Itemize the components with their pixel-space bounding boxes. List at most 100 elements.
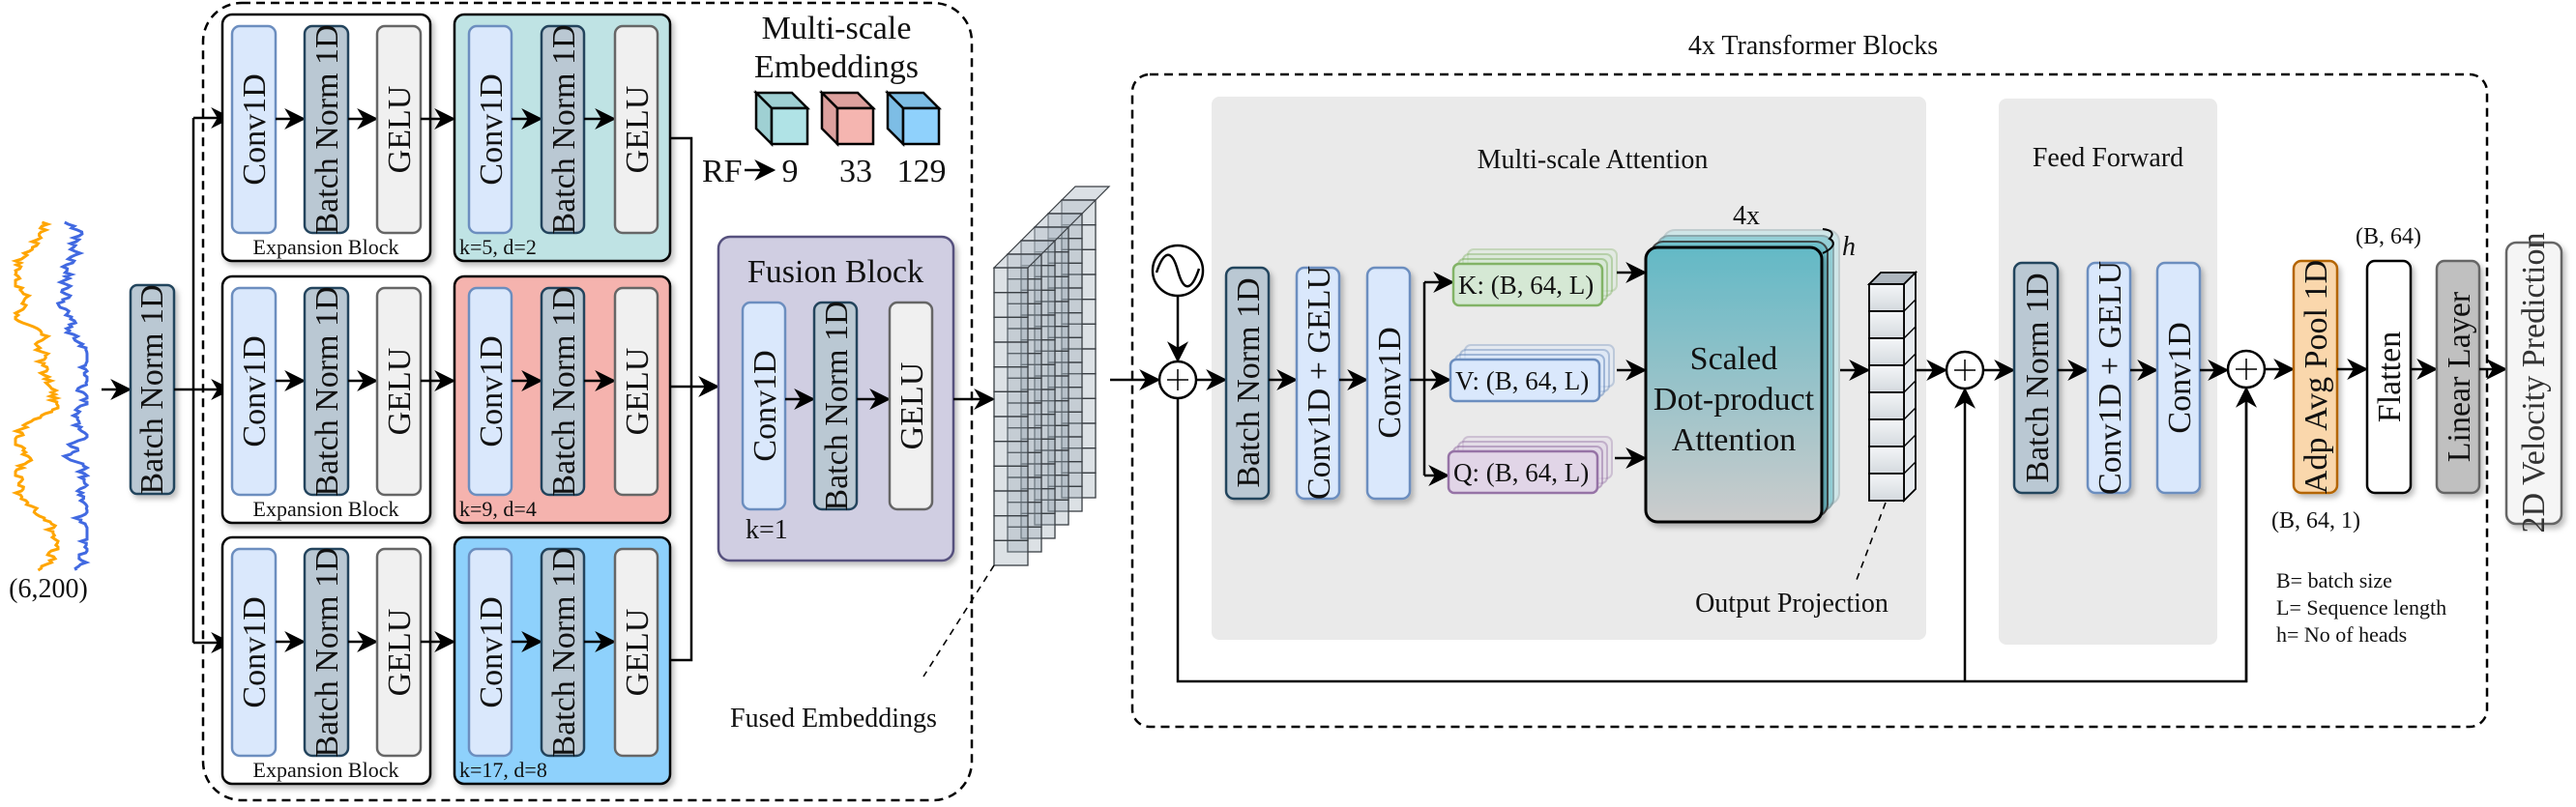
tensor-cell [1047,436,1083,463]
dilated-layer-label: GELU [620,86,656,174]
msa-conv1d-gelu[interactable]: Conv1D + GELU [1295,266,1341,501]
dilated-layer[interactable]: Batch Norm 1D [540,24,586,235]
expansion-layer[interactable]: Conv1D [230,547,278,758]
msa-conv1d-label: Conv1D [1372,327,1408,438]
tensor-cell [993,341,1029,368]
embedding-cube-1 [752,89,811,148]
output-projection-stack[interactable] [1866,270,1918,504]
multiscale-title-line1: Multi-scale [762,11,912,46]
rf-value-2: 33 [839,154,872,189]
multiscale-attention-title: Multi-scale Attention [1478,145,1709,175]
adaptive-avg-pool-block[interactable]: Adp Avg Pool 1D [2292,259,2339,495]
tensor-cell [1034,350,1069,377]
add-node-2 [1945,350,1985,390]
tensor-cell [1061,422,1097,449]
rf-value-1: 9 [782,154,799,189]
legend-item-batch: B= batch size [2276,568,2392,592]
tensor-cell [1007,502,1042,528]
ff-conv1d[interactable]: Conv1D [2155,261,2202,495]
tensor-cell [1007,476,1042,504]
flatten-label: Flatten [2372,331,2408,422]
ff-conv1d-gelu[interactable]: Conv1D + GELU [2086,261,2132,495]
expansion-layer-label: Batch Norm 1D [309,24,345,234]
tensor-cell [1007,526,1042,553]
expansion-layer[interactable]: Conv1D [230,24,278,235]
expansion-layer[interactable]: Conv1D [230,286,278,497]
plus-icon [1954,360,1976,381]
dilation-params: k=17, d=8 [459,758,547,782]
dilated-layer[interactable]: GELU [613,24,659,235]
tensor-cell [1034,326,1069,352]
dilated-layer-label: Conv1D [474,335,510,447]
projection-cell [1868,391,1905,420]
projection-cell [1868,473,1905,502]
multiscale-title-line2: Embeddings [754,49,919,85]
expansion-block-label: Expansion Block [253,758,399,782]
stem-batchnorm-block[interactable]: Batch Norm 1D [129,283,176,496]
tensor-top-face [992,253,1043,269]
tensor-cell [1034,301,1069,328]
velocity-prediction-output[interactable]: 2D Velocity Prediction [2504,233,2563,533]
fusion-conv1d[interactable]: Conv1D [741,301,787,511]
expansion-layer-label: GELU [382,348,418,436]
dilated-layer-label: Conv1D [474,73,510,185]
tensor-cell [1020,314,1056,341]
dilated-layer-label: Batch Norm 1D [546,547,582,757]
expansion-layer[interactable]: Batch Norm 1D [303,24,350,235]
rf-label: RF [702,154,743,189]
legend-item-sequence: L= Sequence length [2276,595,2446,620]
key-stack[interactable]: K: (B, 64, L) [1451,248,1618,307]
tensor-cell [1047,485,1083,512]
dilated-layer[interactable]: Conv1D [467,24,513,235]
linear-layer-block[interactable]: Linear Layer [2435,259,2481,495]
ff-batchnorm[interactable]: Batch Norm 1D [2012,261,2060,495]
output-projection-label: Output Projection [1695,589,1888,619]
tensor-cell [1007,278,1042,304]
signal-trace [55,220,91,571]
tensor-cell [1020,488,1056,514]
tensor-cell [1061,472,1097,499]
dilated-layer[interactable]: GELU [613,547,659,758]
tensor-cell [1007,402,1042,429]
heads-symbol: h [1842,232,1856,262]
scaled-dot-product-attention[interactable]: Scaled Dot-product Attention [1644,229,1840,524]
dilated-layer[interactable]: GELU [613,286,659,497]
flatten-block[interactable]: Flatten [2365,259,2413,495]
tensor-cell [993,292,1029,318]
dilated-layer[interactable]: Conv1D [467,286,513,497]
stem-batchnorm-label: Batch Norm 1D [134,284,170,494]
positional-encoding[interactable] [1151,244,1205,298]
dilated-layer[interactable]: Batch Norm 1D [540,547,586,758]
tensor-cell [1020,363,1056,390]
fusion-batchnorm[interactable]: Batch Norm 1D [812,301,859,511]
expansion-layer[interactable]: Batch Norm 1D [303,547,350,758]
fusion-gelu[interactable]: GELU [888,301,934,511]
tensor-cell [1020,339,1056,365]
embedding-cube-3 [884,89,943,148]
msa-conv1d[interactable]: Conv1D [1365,266,1412,501]
tensor-cell [1007,303,1042,330]
input-shape-label: (6,200) [9,574,88,604]
expansion-layer[interactable]: GELU [375,24,423,235]
ff-conv1d-label: Conv1D [2162,322,2198,433]
projection-cell [1868,337,1905,366]
dilated-conv-block[interactable]: Conv1D Batch Norm 1D GELU k=17, d=8 [453,535,672,786]
msa-batchnorm[interactable]: Batch Norm 1D [1224,266,1271,501]
fusion-block[interactable]: Fusion Block Conv1D Batch Norm 1D GELU k… [717,235,955,562]
expansion-layer[interactable]: GELU [375,547,423,758]
dilated-layer[interactable]: Conv1D [467,547,513,758]
expansion-layer[interactable]: GELU [375,286,423,497]
tensor-cell [1034,251,1069,277]
query-stack[interactable]: Q: (B, 64, L) [1447,436,1613,495]
dilated-layer[interactable]: Batch Norm 1D [540,286,586,497]
msa-batchnorm-label: Batch Norm 1D [1231,277,1267,487]
value-stack[interactable]: V: (B, 64, L) [1449,344,1615,403]
expansion-layer[interactable]: Batch Norm 1D [303,286,350,497]
